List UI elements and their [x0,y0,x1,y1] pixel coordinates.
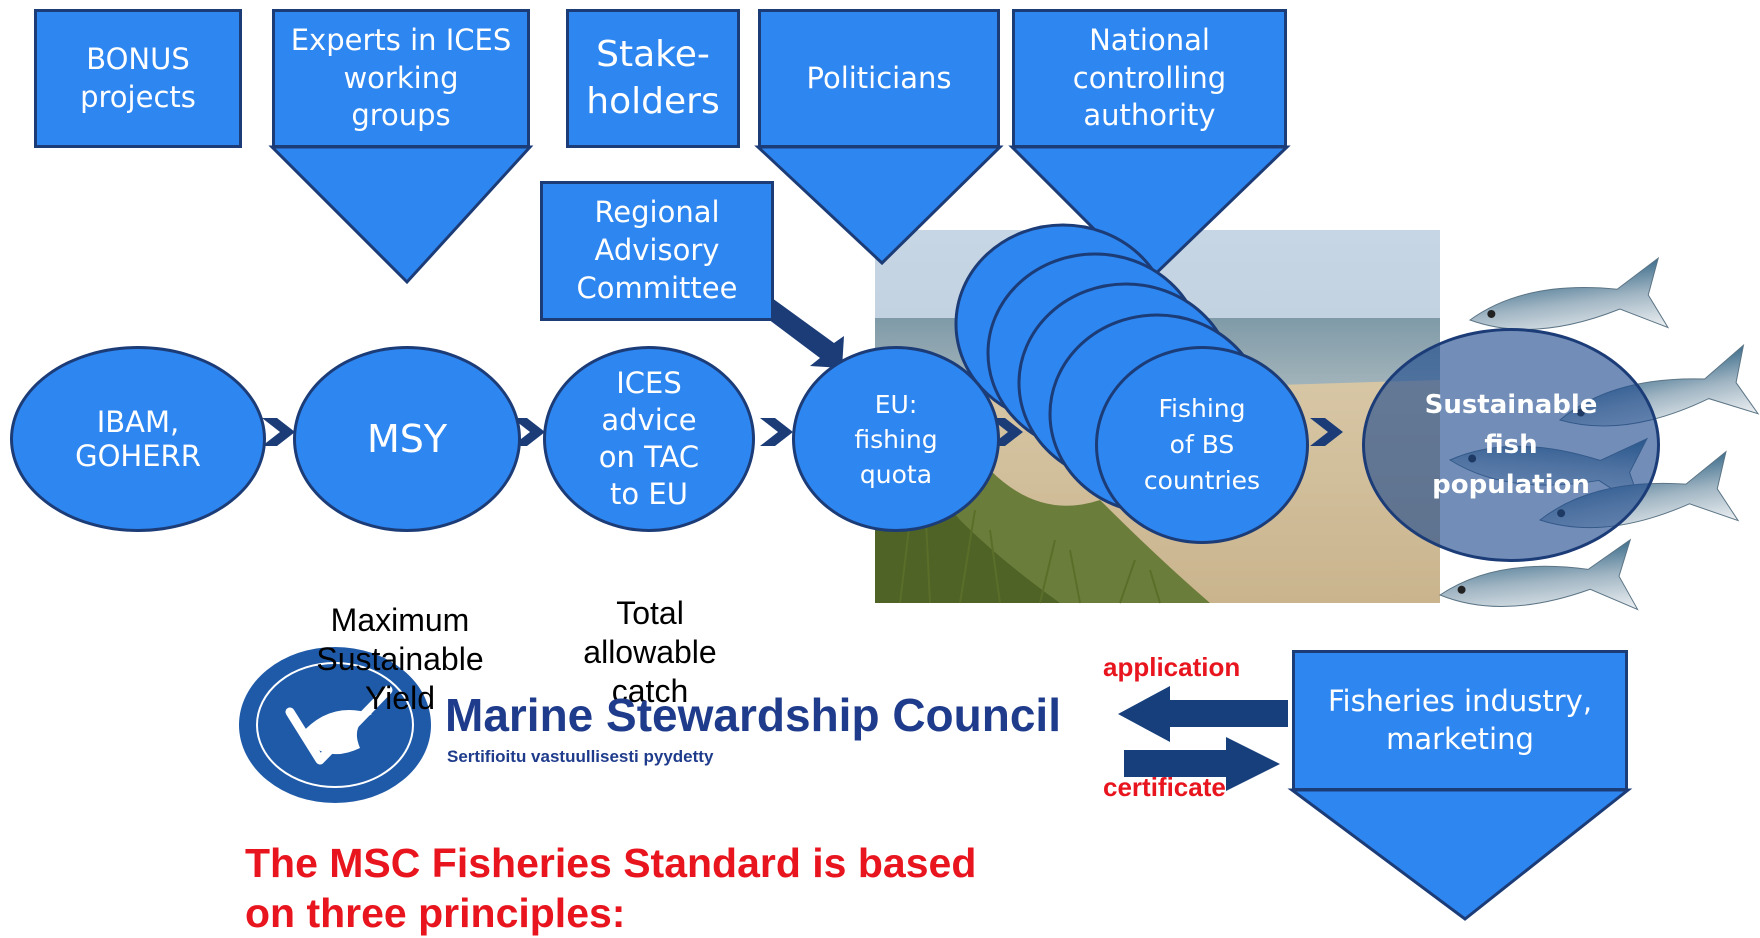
application-label: application [1103,652,1241,682]
national-authority-label: National controlling authority [1072,22,1227,133]
politicians-label: Politicians [806,60,952,95]
national-authority-box: National controlling authority [1012,9,1287,148]
sustainable-fish-population-label: Sustainable fish population [1424,389,1598,501]
regional-advisory-committee-label: Regional Advisory Committee [576,195,738,305]
chevron-right-icon [262,418,295,446]
fishing-bs-countries-circle: Fishing of BS countries [1095,346,1309,544]
sustainable-fish-population-circle: Sustainable fish population [1362,328,1660,562]
chevron-right-icon [1310,418,1343,446]
certificate-arrow [1124,737,1280,791]
msy-label: MSY [366,417,448,461]
eu-fishing-quota-circle: EU: fishing quota [792,346,1000,532]
stakeholders-box: Stake- holders [566,9,740,148]
fishing-bs-countries-label: Fishing of BS countries [1143,393,1261,496]
regional-committee-pointer-arrow [760,298,844,368]
certificate-label: certificate [1103,772,1226,802]
tac-caption: Total allowable catch [535,555,765,711]
msy-caption: Maximum Sustainable Yield [280,562,520,718]
ices-advice-label: ICES advice on TAC to EU [598,365,700,512]
msc-standard-headline: The MSC Fisheries Standard is based on t… [245,840,977,937]
ibam-goherr-circle: IBAM, GOHERR [10,346,266,532]
application-arrow [1118,686,1288,742]
experts-funnel-arrow [268,145,534,285]
bonus-projects-box: BONUS projects [34,9,242,148]
industry-funnel-arrow [1287,788,1633,921]
ices-experts-label: Experts in ICES working groups [290,22,512,133]
stakeholders-label: Stake- holders [586,33,720,122]
msy-caption-text: Maximum Sustainable Yield [316,602,484,717]
msc-title: Marine Stewardship Council [445,689,1061,741]
msc-logo [239,647,431,803]
chevron-right-icon [512,418,545,446]
msc-subtitle: Sertifioitu vastuullisesti pyydetty [447,747,714,766]
tac-caption-text: Total allowable catch [583,595,717,710]
eu-fishing-quota-label: EU: fishing quota [854,389,938,489]
ices-advice-circle: ICES advice on TAC to EU [543,346,755,532]
chevron-right-icon [990,418,1023,446]
politicians-box: Politicians [758,9,1000,148]
fisheries-industry-box: Fisheries industry, marketing [1292,650,1628,791]
regional-advisory-committee-box: Regional Advisory Committee [540,181,774,321]
bonus-projects-label: BONUS projects [80,41,196,114]
flow-chevrons [262,418,1343,446]
ibam-goherr-label: IBAM, GOHERR [75,405,201,473]
fisheries-industry-label: Fisheries industry, marketing [1327,683,1593,756]
msy-circle: MSY [293,346,521,532]
ices-experts-box: Experts in ICES working groups [272,9,530,148]
chevron-right-icon [760,418,793,446]
